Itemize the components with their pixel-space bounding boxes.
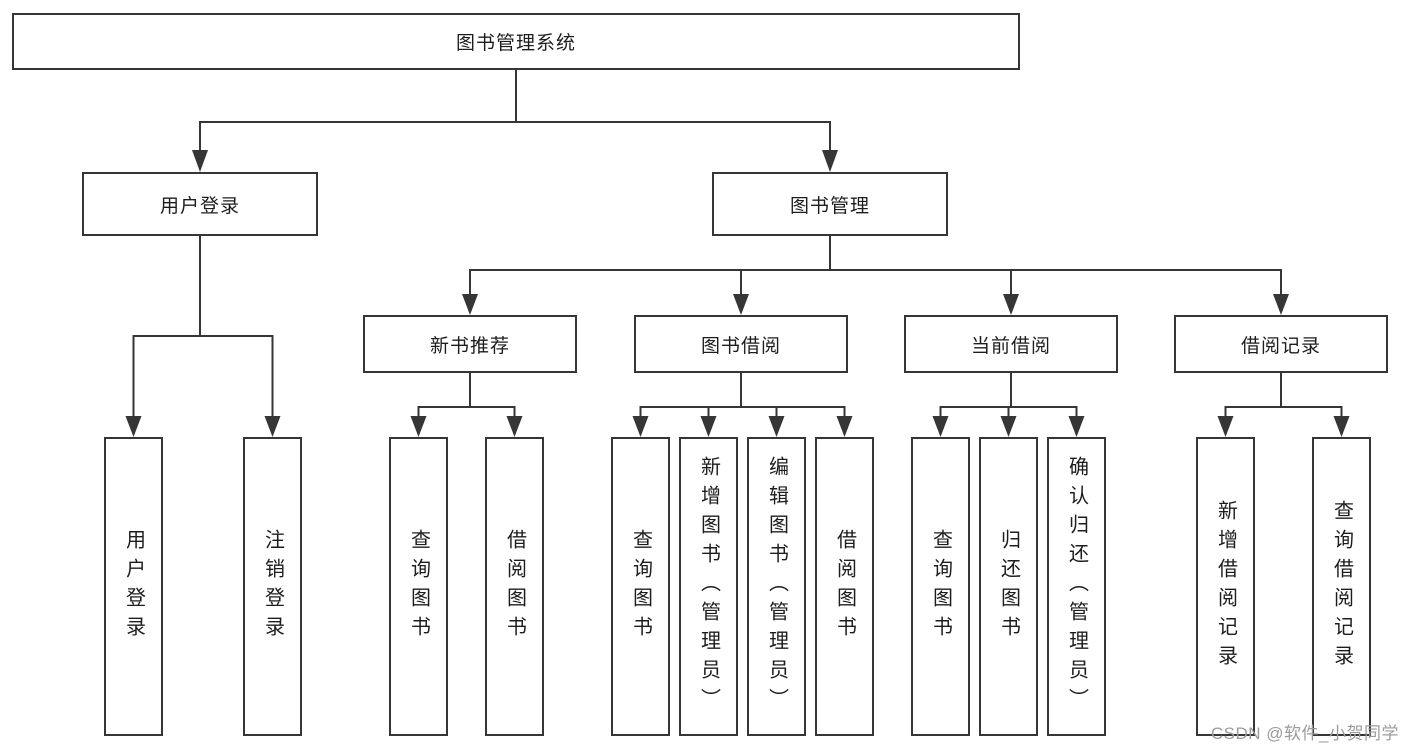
leaf-borrow-edit-books-admin-label: 编辑图书（管理员） (765, 456, 788, 717)
leaf-borrow-query-books: 查询图书 (611, 437, 670, 736)
leaf-user-login-label: 用户登录 (122, 528, 145, 645)
leaf-current-query-books-label: 查询图书 (929, 528, 952, 645)
leaf-current-confirm-return-admin: 确认归还（管理员） (1047, 437, 1106, 736)
leaf-records-query-record: 查询借阅记录 (1312, 437, 1371, 736)
leaf-current-return-books: 归还图书 (979, 437, 1038, 736)
leaf-recommend-borrow-books-label: 借阅图书 (503, 528, 526, 645)
leaf-borrow-borrow-books-label: 借阅图书 (833, 528, 856, 645)
node-user-login-label: 用户登录 (159, 195, 240, 217)
node-borrow-records-label: 借阅记录 (1240, 335, 1321, 357)
leaf-recommend-query-books-label: 查询图书 (407, 528, 430, 645)
leaf-borrow-add-books-admin: 新增图书（管理员） (679, 437, 738, 736)
leaf-records-add-record: 新增借阅记录 (1196, 437, 1255, 736)
csdn-watermark: CSDN @软件_小贺同学 (1210, 724, 1399, 743)
leaf-records-query-record-label: 查询借阅记录 (1330, 499, 1353, 674)
node-library-system: 图书管理系统 (12, 13, 1020, 70)
leaf-logout-label: 注销登录 (261, 528, 284, 645)
leaf-user-login: 用户登录 (104, 437, 163, 736)
leaf-borrow-borrow-books: 借阅图书 (815, 437, 874, 736)
leaf-current-return-books-label: 归还图书 (997, 528, 1020, 645)
node-book-management-label: 图书管理 (789, 195, 870, 217)
node-book-borrow-label: 图书借阅 (700, 335, 781, 357)
node-user-login: 用户登录 (82, 172, 318, 236)
leaf-current-confirm-return-admin-label: 确认归还（管理员） (1065, 456, 1088, 717)
leaf-recommend-query-books: 查询图书 (389, 437, 448, 736)
node-current-borrow: 当前借阅 (904, 315, 1118, 373)
node-book-borrow: 图书借阅 (634, 315, 848, 373)
leaf-logout: 注销登录 (243, 437, 302, 736)
node-borrow-records: 借阅记录 (1174, 315, 1388, 373)
leaf-borrow-query-books-label: 查询图书 (629, 528, 652, 645)
leaf-recommend-borrow-books: 借阅图书 (485, 437, 544, 736)
node-book-management: 图书管理 (712, 172, 948, 236)
leaf-borrow-edit-books-admin: 编辑图书（管理员） (747, 437, 806, 736)
node-library-system-label: 图书管理系统 (455, 33, 576, 54)
leaf-borrow-add-books-admin-label: 新增图书（管理员） (697, 456, 720, 717)
node-current-borrow-label: 当前借阅 (970, 335, 1051, 357)
node-new-book-recommend: 新书推荐 (363, 315, 577, 373)
node-new-book-recommend-label: 新书推荐 (429, 335, 510, 357)
leaf-records-add-record-label: 新增借阅记录 (1214, 499, 1237, 674)
leaf-current-query-books: 查询图书 (911, 437, 970, 736)
